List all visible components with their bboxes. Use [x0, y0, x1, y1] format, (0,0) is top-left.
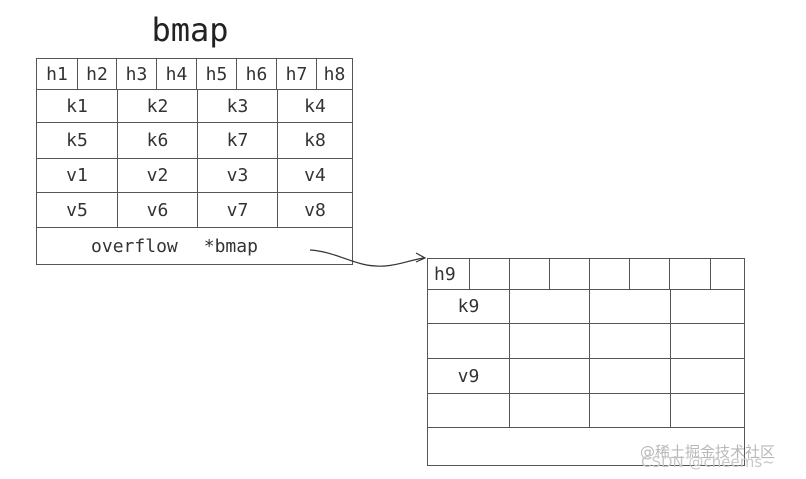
value-cell: [671, 359, 744, 393]
key-cell: [671, 290, 744, 323]
key-cell: [510, 324, 590, 358]
tophash-cell: [630, 259, 670, 289]
value-cell: v9: [428, 359, 510, 393]
tophash-cell: [590, 259, 630, 289]
key-cell: [590, 324, 671, 358]
tophash-cell: [510, 259, 550, 289]
diagram-title: bmap: [151, 11, 229, 49]
tophash-cell: h9: [428, 259, 470, 289]
key-cell: k3: [198, 90, 278, 122]
value-cell: v2: [118, 159, 198, 192]
value-cell: v7: [198, 193, 278, 227]
overflow-label: overflow: [91, 235, 178, 257]
key-cell: k2: [118, 90, 198, 122]
overflow-keys-row: k9: [428, 290, 744, 324]
value-cell: [590, 394, 671, 427]
overflow-tophash-row: h9: [428, 259, 744, 290]
tophash-cell: [670, 259, 711, 289]
value-cell: [510, 359, 590, 393]
key-cell: [671, 324, 744, 358]
tophash-cell: [470, 259, 510, 289]
value-cell: v4: [304, 165, 326, 186]
tophash-cell: [550, 259, 590, 289]
main-tophash-row: h1 h2 h3 h4 h5 h6 h7 h8: [37, 59, 352, 90]
tophash-cell: h6: [237, 59, 277, 89]
main-values-row: v5 v6 v7 v8: [37, 193, 352, 228]
tophash-cell: h8: [323, 63, 346, 85]
main-keys-row: k1 k2 k3 k4: [37, 90, 352, 123]
value-cell: [428, 394, 510, 427]
tophash-cell: h7: [277, 59, 317, 89]
key-cell: k8: [304, 130, 326, 151]
value-cell: [590, 359, 671, 393]
key-cell: k4: [304, 95, 326, 117]
overflow-bucket: h9 k9 v9: [427, 258, 745, 466]
tophash-cell: h1: [37, 59, 78, 89]
tophash-cell: h3: [117, 59, 157, 89]
tophash-cell: [711, 259, 744, 289]
value-cell: v5: [37, 193, 118, 227]
tophash-cell: h5: [197, 59, 237, 89]
value-cell: v3: [198, 159, 278, 192]
tophash-cell: h4: [157, 59, 197, 89]
main-bucket: h1 h2 h3 h4 h5 h6 h7 h8 k1 k2 k3 k4 k5 k…: [36, 58, 353, 265]
value-cell: v6: [118, 193, 198, 227]
value-cell: v1: [37, 159, 118, 192]
key-cell: [428, 324, 510, 358]
tophash-cell: h2: [78, 59, 117, 89]
key-cell: [510, 290, 590, 323]
key-cell: k1: [37, 90, 118, 122]
overflow-pointer-cell: overflow *bmap: [37, 228, 352, 264]
overflow-keys-row: [428, 324, 744, 359]
watermark: @稀土掘金技术社区 CSDN @cheems~: [640, 443, 776, 471]
main-values-row: v1 v2 v3 v4: [37, 159, 352, 193]
value-cell: [671, 394, 744, 427]
watermark-line2: CSDN @cheems~: [641, 453, 775, 471]
key-cell: k6: [118, 123, 198, 158]
main-keys-row: k5 k6 k7 k8: [37, 123, 352, 159]
value-cell: v8: [304, 199, 326, 221]
overflow-type: *bmap: [203, 235, 258, 257]
watermark-line1: @稀土掘金技术社区: [640, 443, 776, 461]
value-cell: [510, 394, 590, 427]
overflow-values-row: v9: [428, 359, 744, 394]
key-cell: [590, 290, 671, 323]
main-overflow-row: overflow *bmap: [37, 228, 352, 264]
key-cell: k7: [198, 123, 278, 158]
key-cell: k5: [37, 123, 118, 158]
overflow-values-row: [428, 394, 744, 428]
key-cell: k9: [428, 290, 510, 323]
